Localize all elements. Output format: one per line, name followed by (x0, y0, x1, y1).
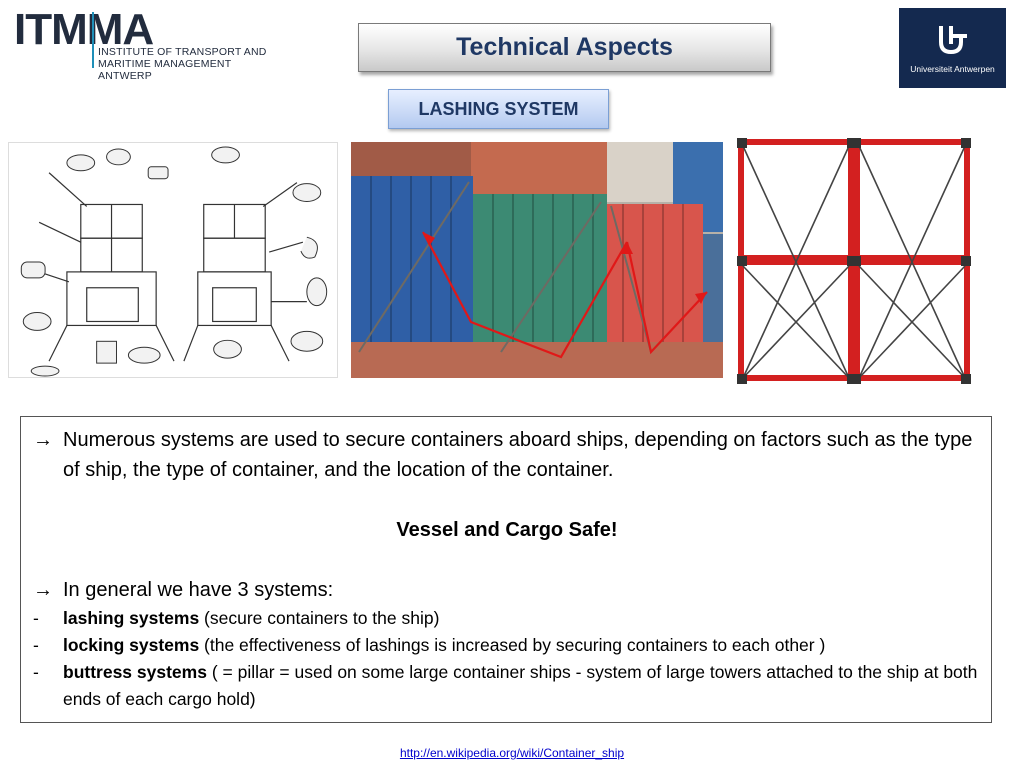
list-dash: - (33, 608, 39, 628)
section-subtitle-box: LASHING SYSTEM (388, 89, 609, 129)
list-term: buttress systems (63, 662, 207, 682)
lashing-rods-diagram-icon (737, 138, 971, 384)
section-subtitle: LASHING SYSTEM (418, 98, 579, 119)
list-item: - buttress systems ( = pillar = used on … (33, 659, 981, 713)
list-dash: - (33, 635, 39, 655)
spacer (33, 545, 981, 575)
list-term: locking systems (63, 635, 200, 655)
logo-accent-bar (92, 12, 94, 68)
lashing-rods-diagram (733, 126, 989, 398)
list-desc: (secure containers to the ship) (199, 608, 440, 628)
highlight-text: Vessel and Cargo Safe! (396, 519, 618, 541)
university-name: Universiteit Antwerpen (910, 64, 995, 74)
paragraph-intro: → Numerous systems are used to secure co… (33, 425, 981, 485)
list-item: - lashing systems (secure containers to … (33, 605, 981, 632)
list-item: - locking systems (the effectiveness of … (33, 632, 981, 659)
content-box: → Numerous systems are used to secure co… (20, 416, 992, 723)
slide-title: Technical Aspects (456, 33, 673, 61)
systems-text: In general we have 3 systems: (63, 579, 334, 601)
lashing-parts-diagram (8, 142, 338, 378)
university-logo: Universiteit Antwerpen (899, 8, 1006, 88)
itmma-logo: ITMMA INSTITUTE OF TRANSPORT AND MARITIM… (14, 5, 276, 83)
list-desc: (the effectiveness of lashings is increa… (199, 635, 826, 655)
paragraph-systems: → In general we have 3 systems: (33, 575, 981, 605)
logo-wordmark: ITMMA (14, 5, 154, 54)
lashed-containers-photo-icon (351, 142, 723, 378)
list-desc: ( = pillar = used on some large containe… (63, 662, 978, 709)
right-arrow-icon: → (33, 429, 53, 451)
slide-title-box: Technical Aspects (358, 23, 771, 72)
lashing-parts-diagram-icon (20, 146, 328, 377)
intro-text: Numerous systems are used to secure cont… (63, 429, 973, 481)
list-dash: - (33, 662, 39, 682)
list-term: lashing systems (63, 608, 200, 628)
logo-subtitle: INSTITUTE OF TRANSPORT AND MARITIME MANA… (98, 46, 267, 82)
lashed-containers-photo (351, 142, 723, 378)
right-arrow-icon: → (33, 579, 53, 601)
source-link[interactable]: http://en.wikipedia.org/wiki/Container_s… (399, 746, 625, 760)
university-emblem-icon (939, 26, 967, 55)
